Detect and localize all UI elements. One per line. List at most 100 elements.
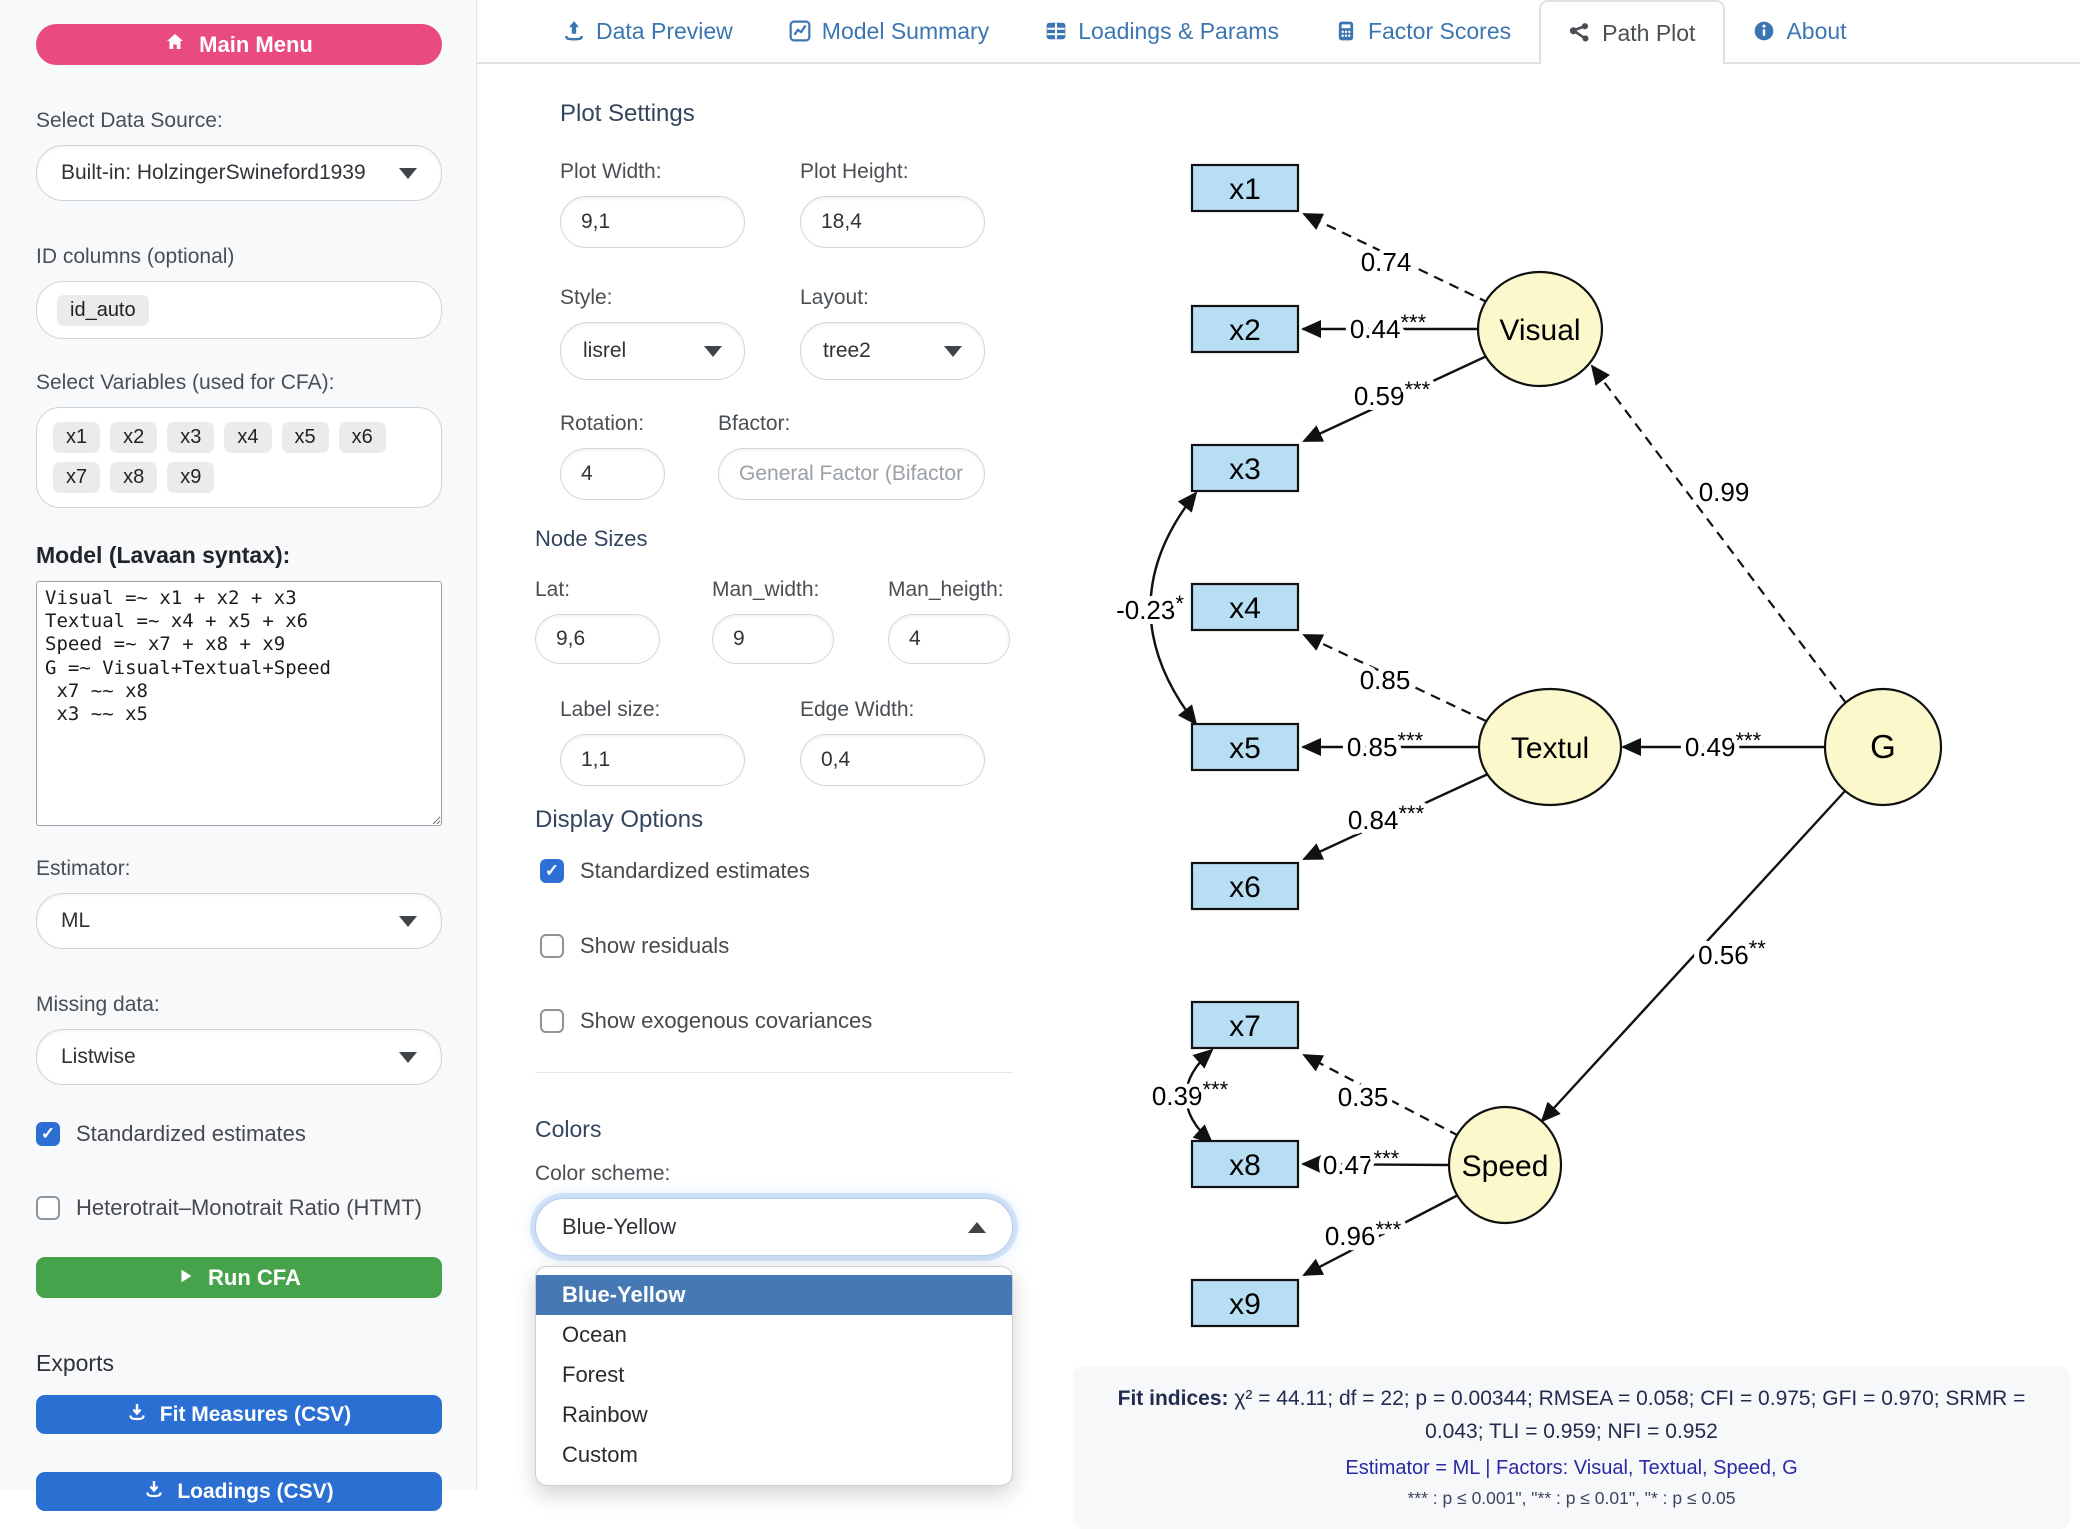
chart-icon	[789, 20, 811, 42]
label-size-input[interactable]	[560, 734, 745, 786]
display-option-standardized-estimates[interactable]: ✓Standardized estimates	[540, 858, 872, 884]
data-source-select[interactable]: Built-in: HolzingerSwineford1939	[36, 145, 442, 201]
info-icon	[1753, 20, 1775, 42]
id-chip[interactable]: id_auto	[57, 294, 149, 326]
edge-0-99	[1590, 364, 1847, 704]
table-icon	[1045, 20, 1067, 42]
standardized-checkbox-row[interactable]: ✓ Standardized estimates	[36, 1121, 442, 1147]
main-menu-button[interactable]: Main Menu	[36, 24, 442, 65]
tab-path-plot[interactable]: Path Plot	[1539, 0, 1726, 64]
estimator-select[interactable]: ML	[36, 893, 442, 949]
node-speed	[1447, 1105, 1563, 1225]
covariance-0-39	[1184, 1048, 1214, 1145]
node-visual	[1476, 270, 1604, 388]
node-label-speed: Speed	[1462, 1150, 1549, 1183]
id-columns-input[interactable]: id_auto	[36, 281, 442, 339]
variable-chip-x5[interactable]: x5	[281, 422, 329, 453]
home-icon	[165, 32, 185, 58]
node-x7	[1190, 1000, 1300, 1050]
node-label-x5: x5	[1229, 732, 1261, 765]
tab-factor-scores[interactable]: Factor Scores	[1307, 0, 1539, 62]
node-label-x4: x4	[1229, 592, 1261, 625]
color-scheme-select[interactable]: Blue-Yellow	[535, 1198, 1013, 1256]
fit-significance-line: *** : p ≤ 0.001", "** : p ≤ 0.01", "* : …	[1407, 1488, 1736, 1509]
fit-indices-panel: Fit indices: χ² = 44.11; df = 22; p = 0.…	[1073, 1366, 2070, 1529]
variable-chip-x2[interactable]: x2	[110, 422, 158, 453]
plot-height-input[interactable]	[800, 196, 985, 248]
tab-loadings-params[interactable]: Loadings & Params	[1017, 0, 1307, 62]
fit-measures-csv-button[interactable]: Fit Measures (CSV)	[36, 1395, 442, 1434]
layout-select[interactable]: tree2	[800, 322, 985, 380]
variable-chip-x7[interactable]: x7	[53, 462, 101, 493]
node-label-x2: x2	[1229, 314, 1261, 347]
variable-chip-x3[interactable]: x3	[167, 422, 215, 453]
man-width-input[interactable]	[712, 614, 834, 664]
tab-label: About	[1786, 17, 1847, 44]
option-rainbow[interactable]: Rainbow	[562, 1402, 648, 1427]
checkbox-checked[interactable]: ✓	[540, 859, 564, 883]
checkbox-unchecked[interactable]	[540, 934, 564, 958]
option-blue-yellow[interactable]: Blue-Yellow	[536, 1275, 1012, 1315]
node-label-x7: x7	[1229, 1010, 1261, 1043]
chevron-up-icon	[968, 1222, 986, 1233]
section-divider	[535, 1072, 1013, 1073]
tab-data-preview[interactable]: Data Preview	[535, 0, 761, 62]
data-source-label: Select Data Source:	[36, 109, 223, 132]
edge-label-0-56: 0.56**	[1698, 936, 1766, 970]
node-label-x8: x8	[1229, 1149, 1261, 1182]
node-x1	[1190, 163, 1300, 213]
run-cfa-button[interactable]: Run CFA	[36, 1257, 442, 1298]
edge-0-74	[1302, 213, 1490, 304]
chevron-down-icon	[704, 346, 722, 357]
node-x5	[1190, 722, 1300, 772]
estimator-label: Estimator:	[36, 857, 131, 880]
variable-chip-x8[interactable]: x8	[110, 462, 158, 493]
option-custom[interactable]: Custom	[562, 1442, 638, 1467]
variable-chip-x4[interactable]: x4	[224, 422, 272, 453]
checkbox-unchecked[interactable]	[540, 1009, 564, 1033]
node-x2	[1190, 304, 1300, 354]
missing-data-label: Missing data:	[36, 993, 160, 1016]
lat-input[interactable]	[535, 614, 660, 664]
edge-label-0-47: 0.47***	[1323, 1146, 1400, 1180]
edge-width-input[interactable]	[800, 734, 985, 786]
node-x8	[1190, 1139, 1300, 1189]
display-option-show-residuals[interactable]: Show residuals	[540, 933, 872, 959]
style-select[interactable]: lisrel	[560, 322, 745, 380]
node-label-visual: Visual	[1499, 314, 1580, 347]
man-heigth-input[interactable]	[888, 614, 1010, 664]
missing-data-select[interactable]: Listwise	[36, 1029, 442, 1085]
edge-label-0-84: 0.84***	[1348, 801, 1425, 835]
loadings-csv-button[interactable]: Loadings (CSV)	[36, 1472, 442, 1511]
htmt-checkbox-row[interactable]: Heterotrait–Monotrait Ratio (HTMT)	[36, 1195, 442, 1221]
variables-input[interactable]: x1 x2 x3 x4 x5 x6 x7 x8 x9	[36, 407, 442, 508]
tab-label: Factor Scores	[1367, 17, 1512, 44]
variable-chip-x1[interactable]: x1	[53, 422, 101, 453]
edge-width-label: Edge Width:	[800, 698, 915, 721]
display-option-show-exogenous-covariances[interactable]: Show exogenous covariances	[540, 1008, 872, 1034]
lat-label: Lat:	[535, 578, 571, 601]
variable-chip-x6[interactable]: x6	[338, 422, 386, 453]
edge-label-0-74: 0.74	[1361, 247, 1412, 277]
tab-about[interactable]: About	[1725, 0, 1874, 62]
calculator-icon	[1335, 20, 1357, 42]
checkbox-unchecked[interactable]	[36, 1196, 60, 1220]
edge-label-0-39: 0.39***	[1152, 1077, 1229, 1111]
option-ocean[interactable]: Ocean	[562, 1322, 627, 1347]
plot-width-input[interactable]	[560, 196, 745, 248]
bfactor-input[interactable]	[718, 448, 985, 500]
edge-0-59	[1302, 353, 1490, 443]
rotation-input[interactable]	[560, 448, 665, 500]
edge-label-0-59: 0.59***	[1354, 377, 1431, 411]
option-forest[interactable]: Forest	[562, 1362, 625, 1387]
model-syntax-textarea[interactable]: Visual =~ x1 + x2 + x3 Textual =~ x4 + x…	[36, 581, 442, 826]
edge-label-0-49: 0.49***	[1685, 728, 1762, 762]
play-icon	[177, 1265, 195, 1291]
variable-chip-x9[interactable]: x9	[167, 462, 215, 493]
app-root: Main Menu Select Data Source: Built-in: …	[36, 0, 2080, 1511]
node-label-textul: Textul	[1511, 732, 1589, 765]
checkbox-checked[interactable]: ✓	[36, 1122, 60, 1146]
tab-model-summary[interactable]: Model Summary	[761, 0, 1017, 62]
edge-label-0-99: 0.99	[1699, 477, 1750, 507]
